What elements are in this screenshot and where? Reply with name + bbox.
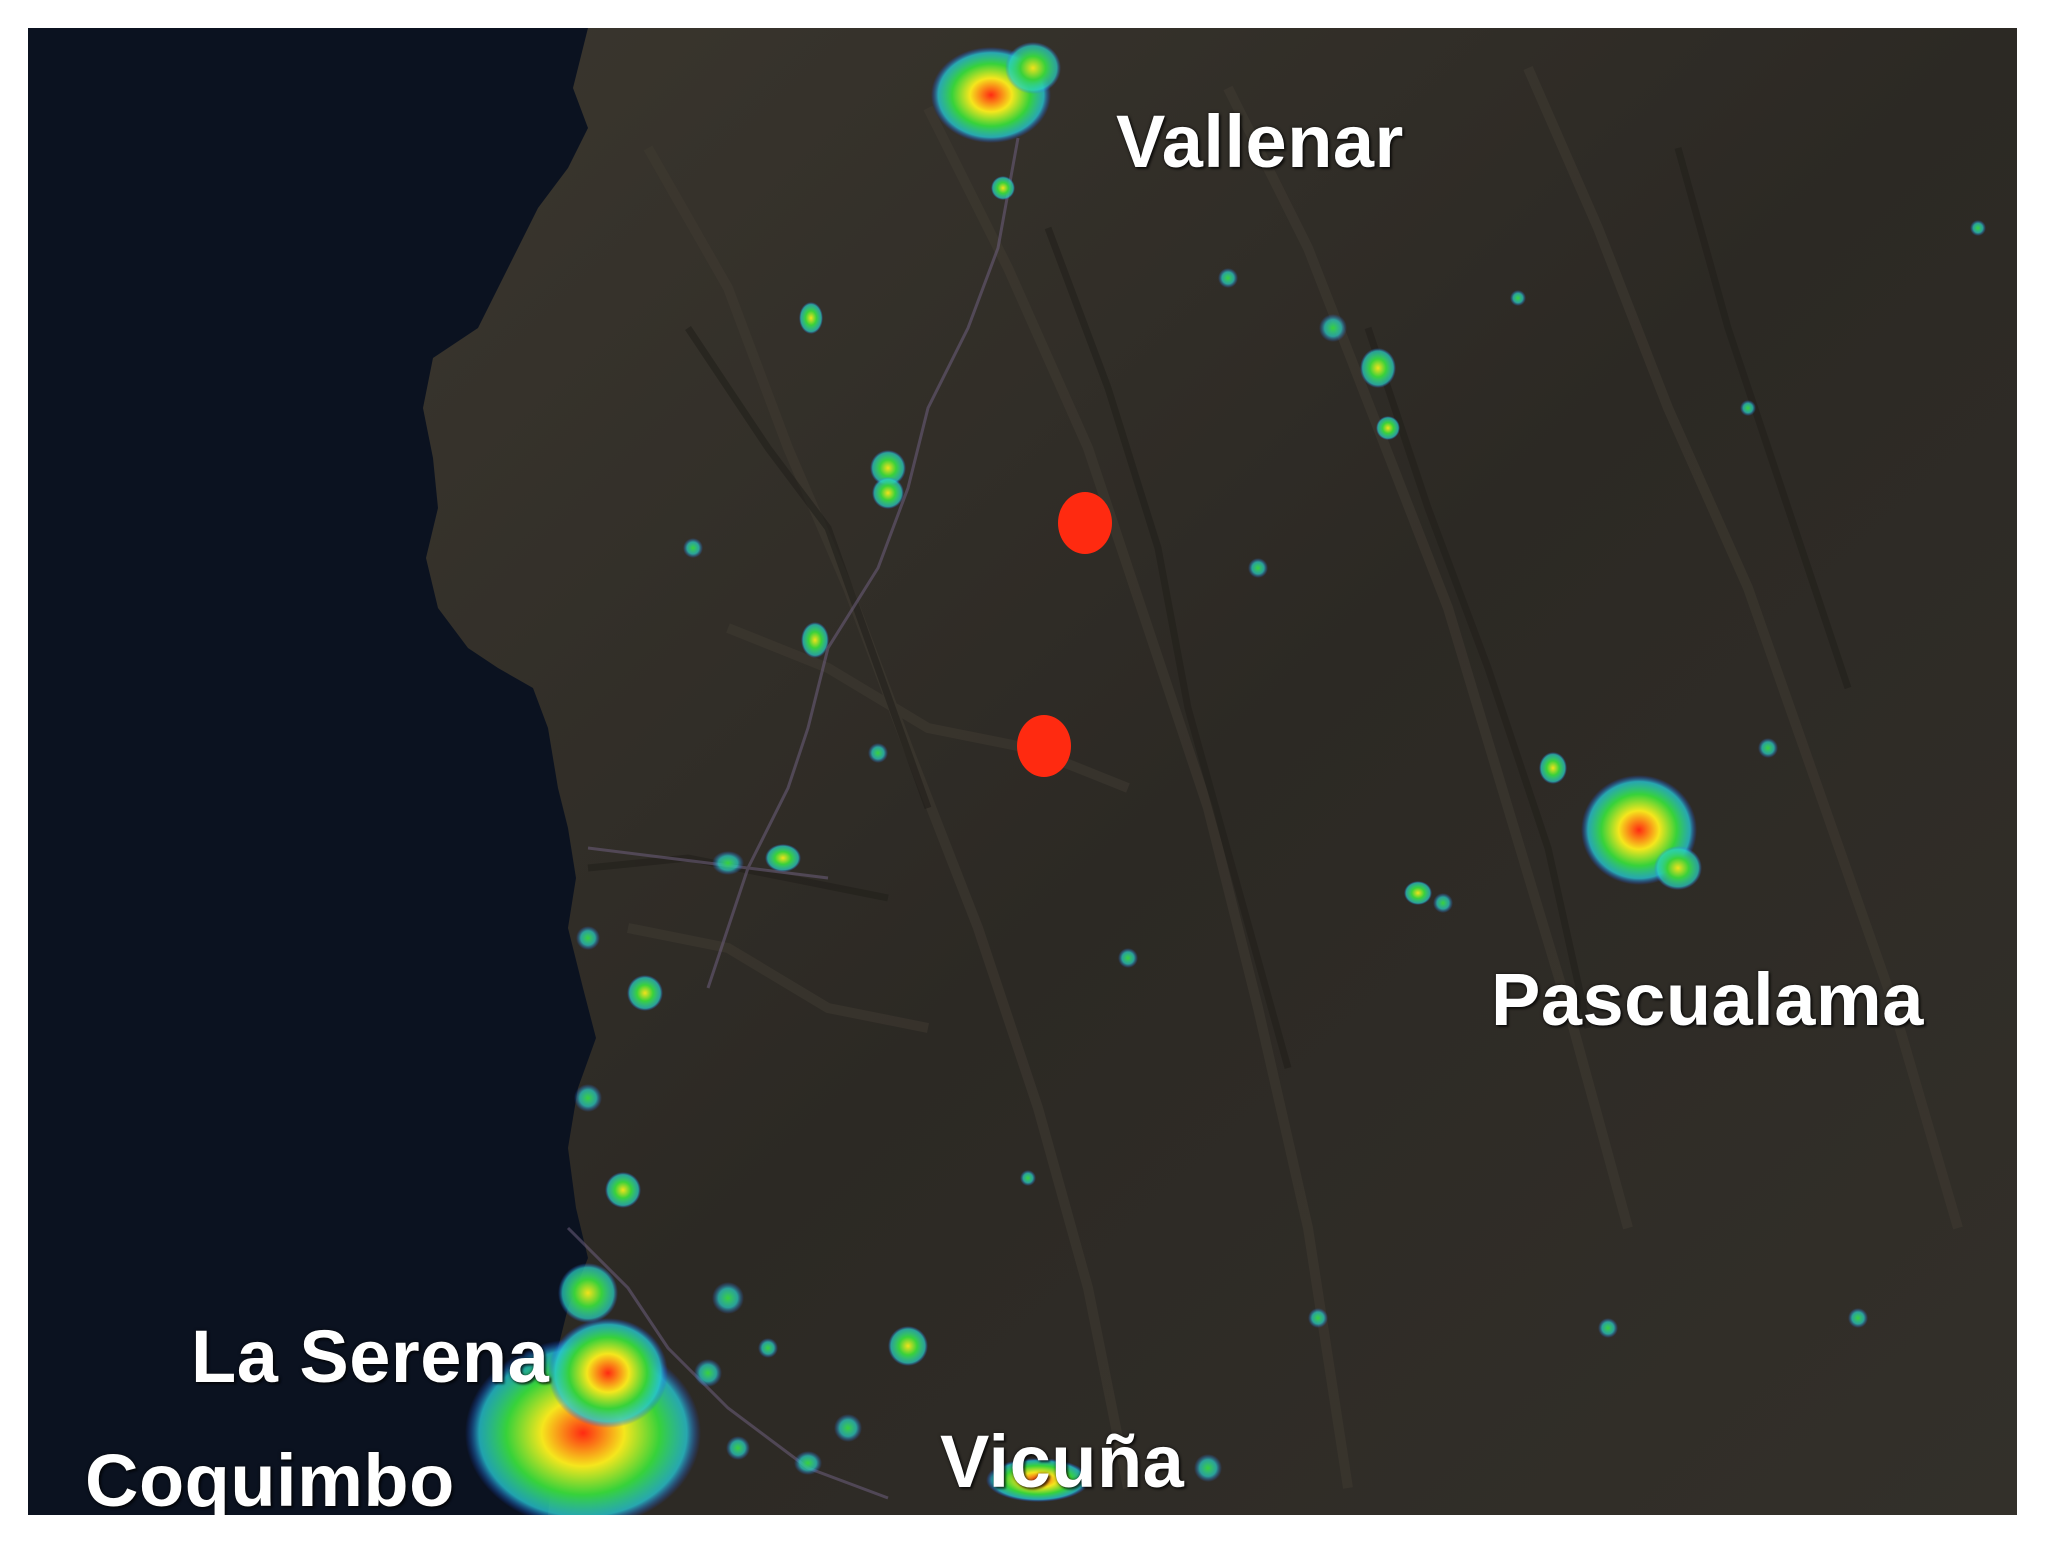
satellite-map: Vallenar Pascualama La Serena Coquimbo V…	[12, 12, 2033, 1531]
place-label-coquimbo: Coquimbo	[85, 1439, 455, 1522]
place-label-vicuna: Vicuña	[940, 1420, 1185, 1503]
place-label-pascualama: Pascualama	[1491, 958, 1924, 1041]
site-marker	[1017, 715, 1071, 777]
night-lights	[465, 42, 1986, 1515]
terrain-ridges	[627, 65, 1963, 1489]
map-canvas	[28, 28, 2017, 1515]
place-label-la-serena: La Serena	[191, 1315, 550, 1398]
land-area	[423, 28, 2017, 1515]
place-label-vallenar: Vallenar	[1116, 100, 1404, 183]
site-marker	[1058, 492, 1112, 554]
